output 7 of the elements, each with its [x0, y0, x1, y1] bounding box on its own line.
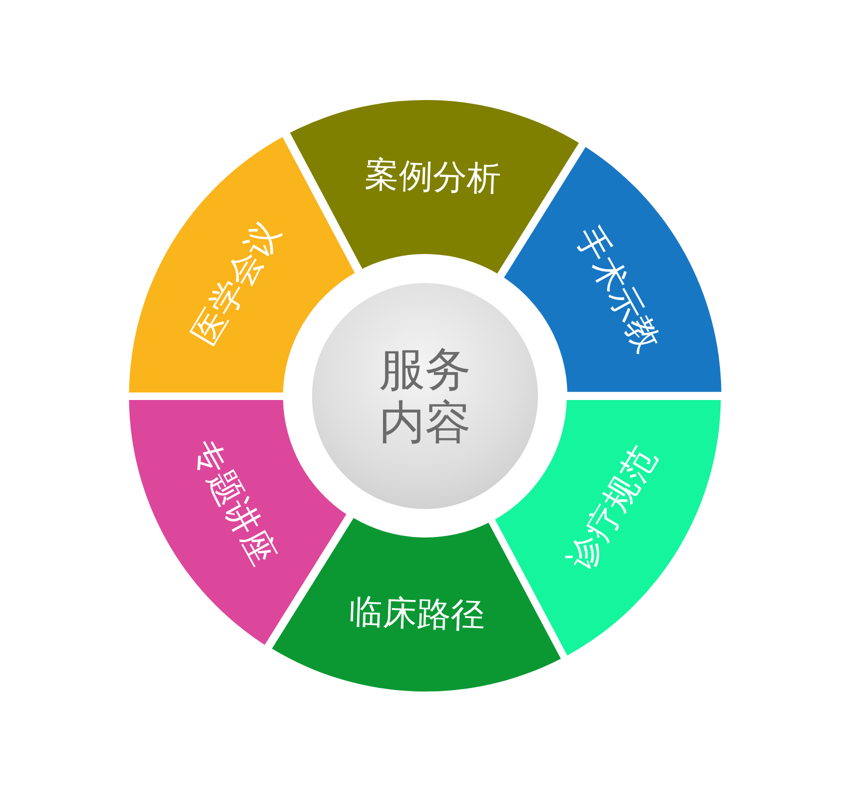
segment-label: 手术示教 — [567, 221, 666, 359]
center-label: 服务内容 — [378, 343, 472, 449]
segment-label: 临床路径 — [348, 594, 486, 636]
segment-label: 医学会议 — [186, 215, 288, 352]
segment-label: 专题讲座 — [184, 434, 283, 571]
segment-label: 诊疗规范 — [562, 441, 664, 577]
segment-label: 案例分析 — [364, 156, 502, 198]
